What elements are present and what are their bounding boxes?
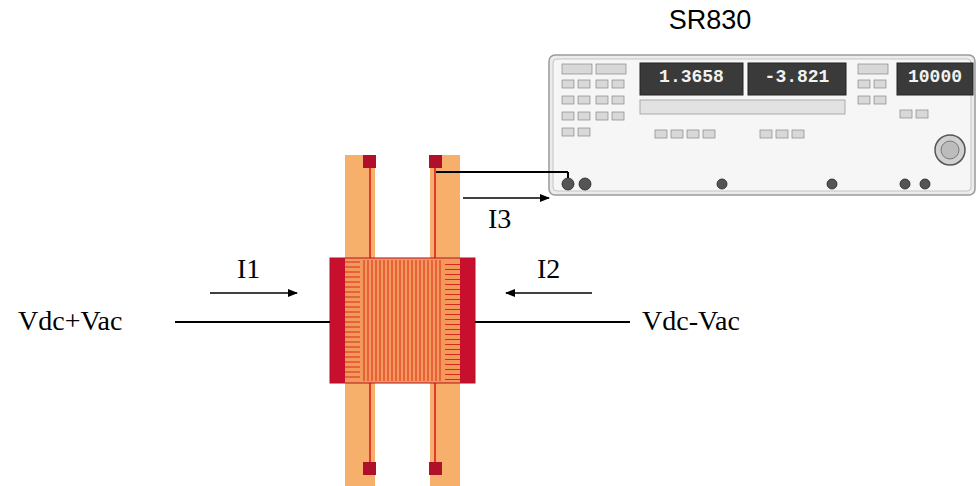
current-label: I3 [488,204,511,235]
display-reading: -3.821 [748,68,846,88]
current-arrow [210,198,592,293]
wire [175,172,630,322]
current-label: I2 [537,254,560,285]
display-reading: 1.3658 [640,68,743,88]
display-reading: 10000 [897,68,973,88]
voltage-label: Vdc+Vac [18,306,122,337]
lock-in-amplifier: SR830 1.3658-3.821 10000 [548,0,977,200]
voltage-label: Vdc-Vac [642,306,740,337]
current-label: I1 [237,254,260,285]
interdigitated-electrode [330,155,475,486]
lock-in-amplifier [549,55,975,195]
instrument-name: SR830 [630,6,790,36]
